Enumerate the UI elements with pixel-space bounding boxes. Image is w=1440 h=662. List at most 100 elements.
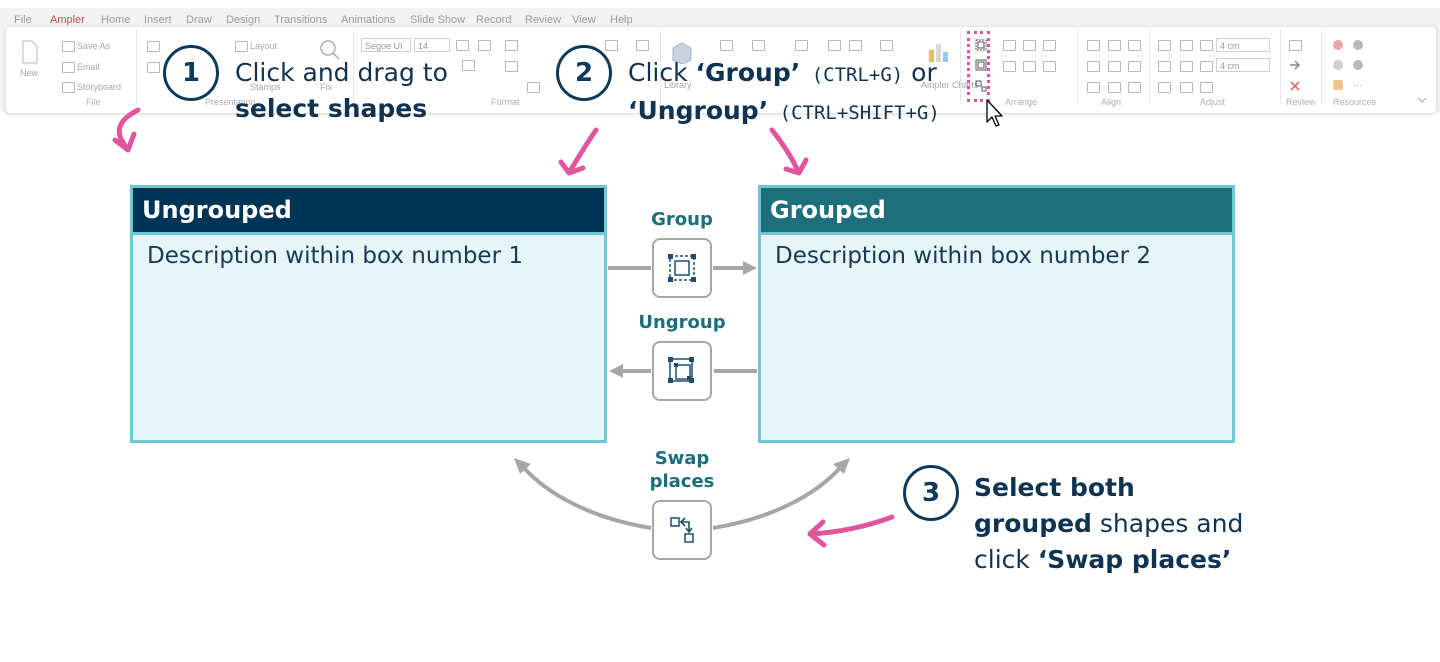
ungroup-icon bbox=[668, 357, 694, 383]
comment-icon[interactable] bbox=[1289, 40, 1302, 51]
bullets-icon[interactable] bbox=[505, 61, 518, 72]
group-button[interactable] bbox=[652, 238, 712, 298]
tab-slide-show[interactable]: Slide Show bbox=[410, 14, 466, 26]
decrease-font-icon[interactable] bbox=[478, 40, 491, 51]
grouped-box[interactable]: Grouped Description within box number 2 bbox=[758, 185, 1235, 443]
feedback-icon[interactable] bbox=[1333, 80, 1343, 90]
group-label-review: Review bbox=[1286, 97, 1316, 107]
ampler-logo-icon[interactable] bbox=[1333, 60, 1343, 70]
bring-forward-icon[interactable] bbox=[1003, 61, 1016, 72]
format-painter-icon[interactable] bbox=[636, 40, 649, 51]
tab-design[interactable]: Design bbox=[226, 14, 261, 26]
grouped-box-title: Grouped bbox=[761, 188, 1232, 232]
library-icon[interactable] bbox=[670, 40, 694, 64]
ungrouped-box[interactable]: Ungrouped Description within box number … bbox=[130, 185, 607, 443]
swap-places-small-icon[interactable] bbox=[974, 79, 988, 93]
space-horizontal-icon[interactable] bbox=[1158, 61, 1171, 72]
tab-record[interactable]: Record bbox=[476, 14, 512, 26]
step-2-line-2: ‘Ungroup’ (CTRL+SHIFT+G) bbox=[628, 93, 940, 131]
align-middle-icon[interactable] bbox=[1108, 61, 1121, 72]
arrow-right-icon[interactable] bbox=[1288, 58, 1302, 72]
library-button[interactable]: Library bbox=[664, 80, 692, 90]
save-as-button[interactable]: Save As bbox=[77, 41, 111, 51]
more-icon[interactable]: ··· bbox=[1353, 80, 1362, 90]
space-vertical-icon[interactable] bbox=[1180, 61, 1193, 72]
height-input[interactable]: 4 cm bbox=[1216, 58, 1270, 72]
step-2-group: ‘Group’ bbox=[695, 58, 801, 87]
distribute-icon[interactable] bbox=[1023, 40, 1036, 51]
same-height-icon[interactable] bbox=[1180, 40, 1193, 51]
icons-icon[interactable] bbox=[752, 40, 765, 51]
layout-button[interactable]: Layout bbox=[250, 41, 278, 51]
collapse-ribbon-icon[interactable] bbox=[1416, 96, 1428, 104]
distribute-horizontal-icon[interactable] bbox=[1087, 82, 1100, 93]
swap-places-button[interactable] bbox=[652, 500, 712, 560]
fix-button[interactable]: Fix bbox=[320, 82, 332, 92]
shapes-icon[interactable] bbox=[720, 40, 733, 51]
color-palette-icon[interactable] bbox=[1333, 40, 1343, 50]
tile-icon[interactable] bbox=[1128, 82, 1141, 93]
align-top-icon[interactable] bbox=[1087, 61, 1100, 72]
font-size-select[interactable]: 14 bbox=[414, 38, 450, 52]
search-icon[interactable] bbox=[318, 38, 342, 62]
align-bottom-icon[interactable] bbox=[1128, 61, 1141, 72]
width-input[interactable]: 4 cm bbox=[1216, 38, 1270, 52]
new-button[interactable]: New bbox=[14, 38, 44, 90]
rectangle-icon[interactable] bbox=[828, 40, 841, 51]
text-style-icon[interactable] bbox=[880, 40, 893, 51]
group-label-resources: Resources bbox=[1333, 97, 1377, 107]
swap-places-label-line-1: Swap bbox=[654, 448, 710, 469]
height-icon bbox=[1200, 61, 1213, 72]
group-label-presentation: Presentation bbox=[205, 97, 256, 107]
tab-home[interactable]: Home bbox=[101, 14, 131, 26]
delete-icon[interactable] bbox=[1288, 79, 1302, 93]
group-button-label: Group bbox=[651, 209, 713, 230]
pen-color-icon[interactable] bbox=[527, 82, 540, 93]
email-button[interactable]: Email bbox=[77, 62, 100, 72]
crop-icon[interactable] bbox=[1200, 82, 1213, 93]
tab-animations[interactable]: Animations bbox=[341, 14, 396, 26]
increase-font-icon[interactable] bbox=[456, 40, 469, 51]
tab-view[interactable]: View bbox=[572, 14, 596, 26]
ungroup-objects-icon[interactable] bbox=[974, 58, 988, 72]
image-icon[interactable] bbox=[795, 40, 808, 51]
agenda-icon[interactable] bbox=[147, 41, 160, 52]
stamps-button[interactable]: Stamps bbox=[250, 82, 281, 92]
tab-transitions[interactable]: Transitions bbox=[274, 14, 328, 26]
same-width-icon[interactable] bbox=[1158, 40, 1171, 51]
resize-icon[interactable] bbox=[1180, 82, 1193, 93]
new-label: New bbox=[20, 68, 39, 78]
distribute-vertical-icon[interactable] bbox=[1108, 82, 1121, 93]
tab-file[interactable]: File bbox=[14, 14, 32, 26]
tab-insert[interactable]: Insert bbox=[144, 14, 172, 26]
rotate-icon[interactable] bbox=[1043, 40, 1056, 51]
mouse-cursor-icon bbox=[986, 99, 1003, 127]
help-icon[interactable] bbox=[1353, 60, 1363, 70]
group-objects-icon[interactable] bbox=[974, 38, 988, 52]
align-right-icon[interactable] bbox=[1128, 40, 1141, 51]
storyboard-button[interactable]: Storyboard bbox=[77, 82, 122, 92]
ungroup-button[interactable] bbox=[652, 341, 712, 401]
fill-color-icon[interactable] bbox=[605, 40, 618, 51]
email-icon bbox=[62, 62, 75, 73]
font-name-select[interactable]: Segoe UI bbox=[361, 38, 411, 52]
indent-icon[interactable] bbox=[505, 40, 518, 51]
ampler-charts-button[interactable]: Ampler Charts bbox=[921, 80, 979, 90]
brush-icon[interactable] bbox=[147, 62, 160, 73]
align-objects-icon[interactable] bbox=[1003, 40, 1016, 51]
align-left-icon[interactable] bbox=[1087, 40, 1100, 51]
step-1-line-1: Click and drag to bbox=[235, 58, 448, 87]
flip-icon[interactable] bbox=[1043, 61, 1056, 72]
margin-icon[interactable] bbox=[1158, 82, 1171, 93]
table-icon[interactable] bbox=[462, 60, 475, 71]
align-center-icon[interactable] bbox=[1108, 40, 1121, 51]
swap-places-icon bbox=[670, 517, 694, 543]
rounded-rectangle-icon[interactable] bbox=[849, 40, 862, 51]
send-backward-icon[interactable] bbox=[1023, 61, 1036, 72]
settings-icon[interactable] bbox=[1353, 40, 1363, 50]
tab-draw[interactable]: Draw bbox=[186, 14, 212, 26]
ampler-charts-icon[interactable] bbox=[926, 40, 950, 64]
tab-review[interactable]: Review bbox=[525, 14, 562, 26]
tab-help[interactable]: Help bbox=[610, 14, 633, 26]
